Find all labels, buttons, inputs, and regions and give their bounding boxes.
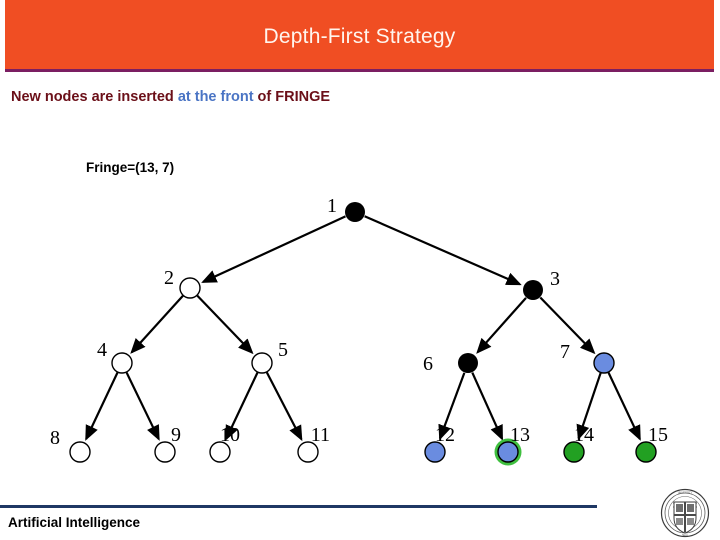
tree-edge-1-3 <box>364 215 522 286</box>
tree-node-3[interactable] <box>523 280 543 300</box>
title-banner: Depth-First Strategy <box>5 0 714 72</box>
tree-node-label-1: 1 <box>327 195 337 217</box>
tree-node-label-3: 3 <box>550 268 560 290</box>
fringe-label: Fringe=(13, 7) <box>86 160 175 175</box>
tree-node-11[interactable] <box>297 441 319 463</box>
tree-edge-7-15 <box>607 372 641 441</box>
tree-node-6[interactable] <box>458 353 478 373</box>
tree-edge-7-14 <box>576 372 602 441</box>
svg-text:SEAL: SEAL <box>682 534 689 537</box>
tree-node-1[interactable] <box>345 202 365 222</box>
tree-edge-4-8 <box>85 372 119 441</box>
tree-node-label-4: 4 <box>97 339 107 361</box>
tree-node-8[interactable] <box>69 441 91 463</box>
footer-divider <box>0 505 597 508</box>
subtitle-highlight: at the front <box>177 89 254 105</box>
tree-node-label-9: 9 <box>171 424 181 446</box>
tree-node-label-2: 2 <box>164 267 174 289</box>
tree-node-label-6: 6 <box>423 353 433 375</box>
tree-node-5[interactable] <box>251 352 273 374</box>
tree-node-9[interactable] <box>154 441 176 463</box>
tree-nodes <box>69 202 657 466</box>
tree-node-10[interactable] <box>209 441 231 463</box>
tree-edge-1-2 <box>201 215 346 283</box>
tree-node-label-11: 11 <box>311 424 330 446</box>
tree-node-label-7: 7 <box>560 341 570 363</box>
tree-node-7[interactable] <box>593 352 615 374</box>
tree-edge-6-13 <box>471 372 504 441</box>
tree-edge-2-5 <box>196 294 254 355</box>
tree-edge-6-12 <box>438 372 466 441</box>
tree-node-12[interactable] <box>424 441 446 463</box>
tree-node-13[interactable] <box>497 441 519 463</box>
tree-node-4[interactable] <box>111 352 133 374</box>
tree-edge-3-6 <box>476 297 527 354</box>
tree-edge-5-10 <box>225 372 259 441</box>
tree-node-label-8: 8 <box>50 427 60 449</box>
footer-label: Artificial Intelligence <box>8 515 141 530</box>
subtitle-line: New nodes are inserted at the front of F… <box>11 89 330 105</box>
tree-edge-3-7 <box>539 296 596 355</box>
tree-edge-5-11 <box>265 371 303 442</box>
subtitle-part2: of FRINGE <box>253 89 331 105</box>
tree-node-15[interactable] <box>635 441 657 463</box>
tree-node-14[interactable] <box>563 441 585 463</box>
page-title: Depth-First Strategy <box>263 25 456 48</box>
tree-edge-2-4 <box>130 295 184 354</box>
svg-text:UNIVERSITY: UNIVERSITY <box>678 492 693 495</box>
subtitle-part1: New nodes are inserted <box>11 89 178 105</box>
tree-edges <box>85 215 641 442</box>
university-seal-icon: UNIVERSITY SEAL <box>660 488 710 537</box>
tree-node-2[interactable] <box>179 277 201 299</box>
tree-node-label-5: 5 <box>278 339 288 361</box>
tree-edge-4-9 <box>125 371 160 441</box>
